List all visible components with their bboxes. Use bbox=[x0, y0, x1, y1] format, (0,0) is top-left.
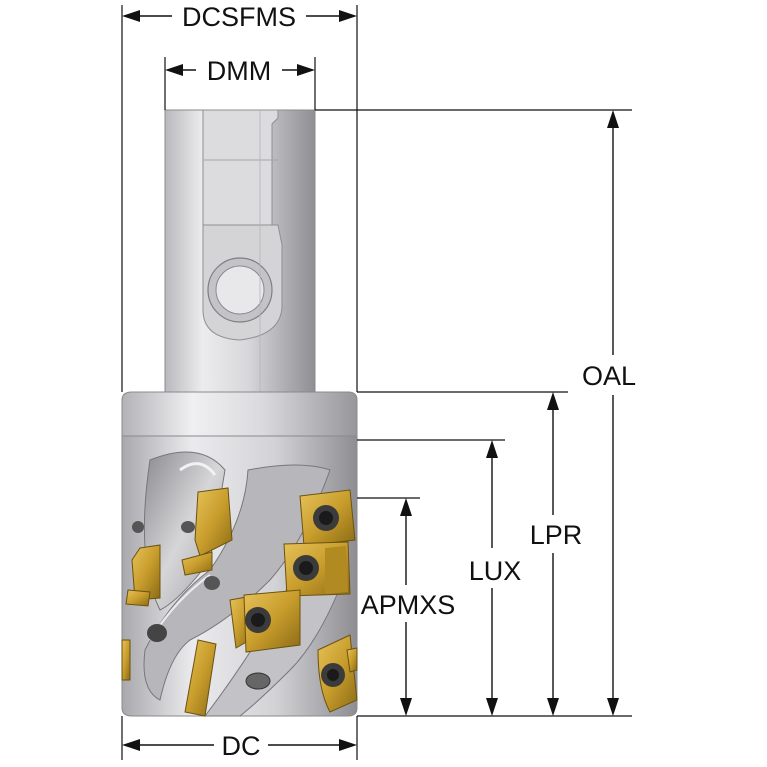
label-dcsfms: DCSFMS bbox=[182, 2, 296, 32]
label-dmm: DMM bbox=[207, 56, 271, 86]
tool-body bbox=[121, 109, 358, 717]
insert-with-screw bbox=[243, 589, 301, 653]
label-lpr: LPR bbox=[530, 520, 583, 550]
label-apmxs: APMXS bbox=[361, 590, 456, 620]
label-lux: LUX bbox=[469, 556, 522, 586]
coolant-hole bbox=[245, 672, 271, 690]
insert bbox=[125, 589, 151, 607]
insert bbox=[121, 639, 131, 681]
collar bbox=[121, 391, 358, 437]
shank-flat bbox=[202, 109, 279, 226]
insert bbox=[194, 487, 233, 557]
dimension-lines bbox=[121, 5, 632, 760]
flute-middle bbox=[143, 464, 331, 701]
coolant-hole bbox=[181, 521, 195, 533]
insert bbox=[184, 639, 217, 717]
insert bbox=[181, 551, 213, 576]
inserts bbox=[121, 487, 358, 717]
insert-with-screw bbox=[283, 541, 351, 597]
insert-with-screw bbox=[299, 489, 356, 547]
coolant-hole bbox=[147, 624, 167, 642]
label-dc: DC bbox=[222, 731, 261, 761]
label-oal: OAL bbox=[582, 361, 636, 391]
coolant-hole bbox=[204, 576, 220, 590]
